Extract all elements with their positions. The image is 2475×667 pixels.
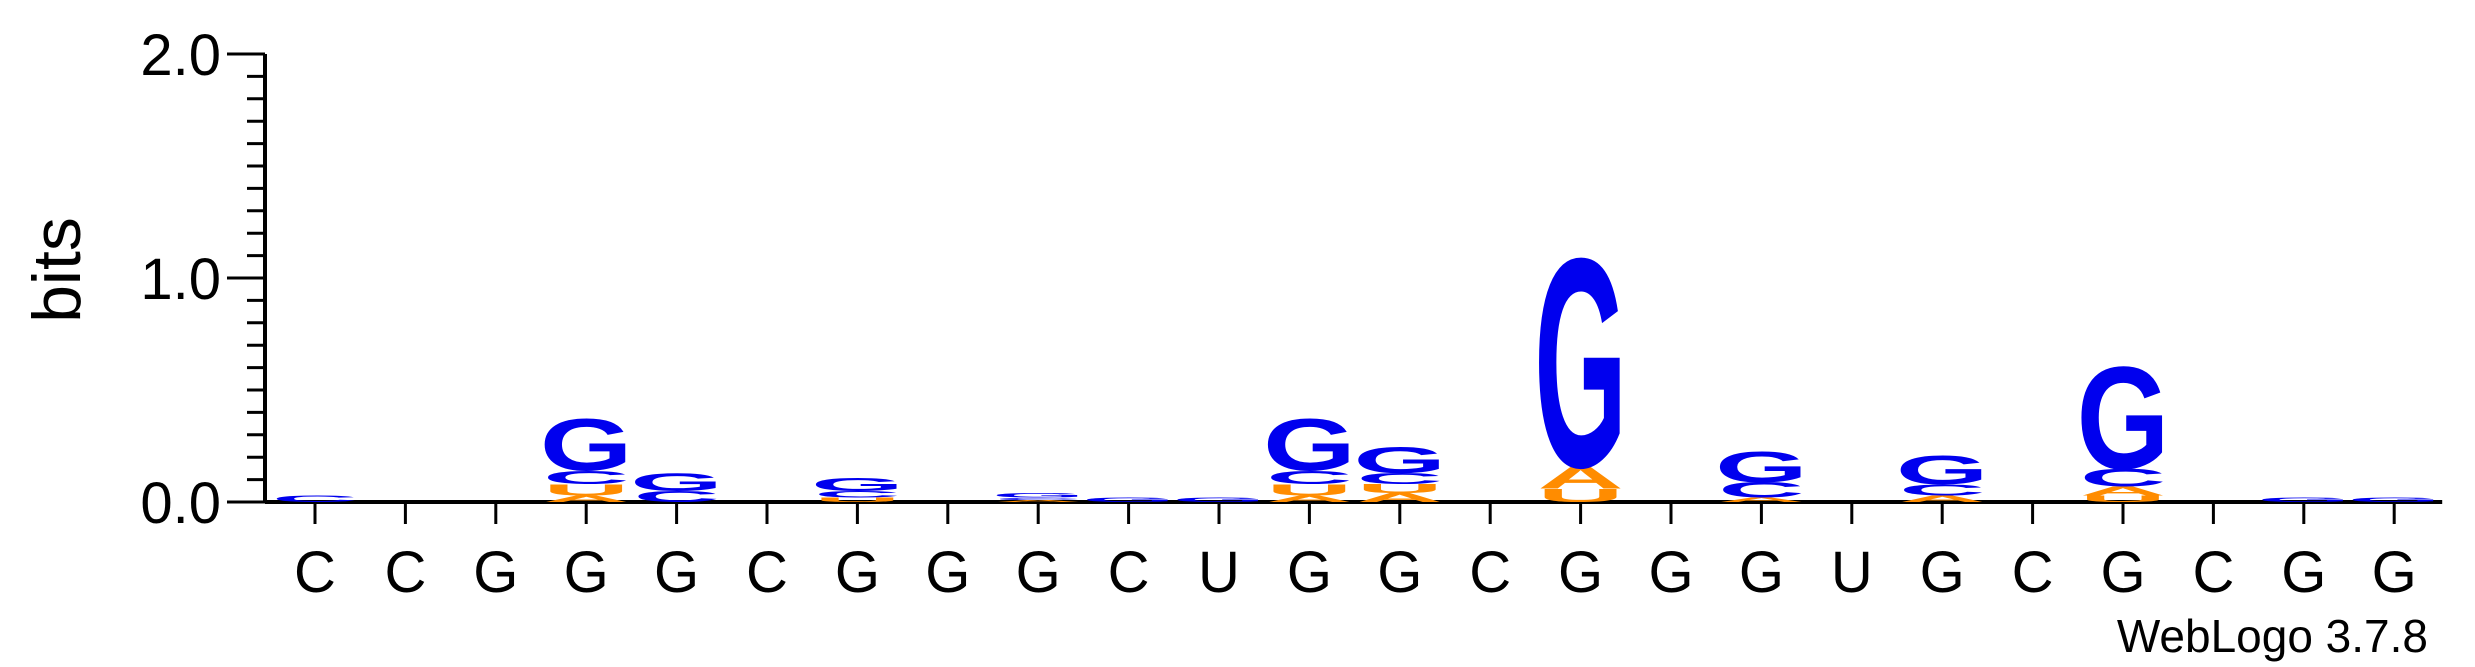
logo-letter-G: G — [1353, 439, 1446, 481]
logo-letter-G: G — [2348, 496, 2441, 503]
logo-letter-A: A — [1357, 491, 1443, 505]
x-tick-label: G — [1377, 540, 1422, 605]
logo-letter-C: C — [543, 467, 629, 488]
logo-letter-U: U — [1266, 481, 1352, 498]
logo-letter-U: U — [1537, 485, 1623, 506]
logo-letter-G: G — [1896, 447, 1989, 492]
logo-letter-G: G — [1173, 496, 1266, 503]
logo-letter-C: C — [272, 494, 358, 504]
x-tick-label: C — [2192, 540, 2234, 605]
logo-letter-U: U — [814, 496, 900, 503]
logo-letter-G: G — [1082, 496, 1175, 503]
logo-letter-C: C — [1718, 478, 1804, 502]
x-tick-label: C — [746, 540, 788, 605]
logo-letter-U: U — [543, 481, 629, 498]
x-tick-label: C — [294, 540, 336, 605]
logo-letter-A: A — [1537, 461, 1623, 496]
y-axis-label: bits — [19, 217, 95, 323]
x-tick-label: U — [1831, 540, 1873, 605]
logo-letter-G: G — [992, 492, 1085, 499]
axes: 0.0 1.0 2.0 — [140, 23, 2443, 536]
y-tick-label: 2.0 — [140, 23, 221, 88]
x-tick-label: G — [1739, 540, 1784, 605]
logo-letter-G: G — [1534, 197, 1627, 531]
logo-letter-G: G — [630, 469, 723, 497]
logo-letter-C: C — [1899, 481, 1985, 498]
y-tick-label: 1.0 — [140, 247, 221, 312]
logo-letter-C: C — [633, 488, 719, 505]
x-tick-label: G — [1287, 540, 1332, 605]
logo-letter-U: U — [1357, 482, 1443, 496]
logo-letter-C: C — [2080, 464, 2166, 492]
logo-letter-A: A — [543, 494, 629, 504]
x-tick-label: G — [1558, 540, 1603, 605]
x-tick-label: C — [1108, 540, 1150, 605]
x-tick-label: G — [2281, 540, 2326, 605]
x-tick-label: G — [1016, 540, 1061, 605]
x-tick-label: G — [2100, 540, 2145, 605]
logo-letter-G: G — [1263, 404, 1356, 487]
x-tick-label: G — [925, 540, 970, 605]
logo-letter-C: C — [995, 497, 1081, 500]
x-tick-label: G — [1648, 540, 1693, 605]
x-tick-label: C — [384, 540, 426, 605]
logo-letter-G: G — [811, 474, 904, 495]
x-tick-label: G — [473, 540, 518, 605]
logo-letter-G: G — [540, 404, 633, 487]
logo-letter-C: C — [1266, 467, 1352, 488]
logo-letter-A: A — [1266, 494, 1352, 504]
x-tick-label: G — [2372, 540, 2417, 605]
x-tick-label: U — [1198, 540, 1240, 605]
x-tick-label: G — [1920, 540, 1965, 605]
x-tick-label: G — [654, 540, 699, 605]
logo-letter-A: A — [2080, 484, 2166, 498]
logo-letter-A: A — [995, 499, 1081, 502]
logo-letter-C: C — [814, 489, 900, 499]
weblogo-credit: WebLogo 3.7.8 — [2117, 610, 2428, 662]
x-tick-label: C — [2012, 540, 2054, 605]
logo-letter-G: G — [2257, 496, 2350, 503]
x-tick-label: G — [564, 540, 609, 605]
x-tick-label: G — [835, 540, 880, 605]
logo-letter-G: G — [2077, 337, 2170, 500]
logo-letter-G: G — [1715, 443, 1808, 491]
logo-letter-C: C — [1357, 470, 1443, 487]
logo-letter-U: U — [2080, 494, 2166, 504]
logo-letter-A: A — [1899, 494, 1985, 504]
x-tick-label: C — [1469, 540, 1511, 605]
logo-letter-A: A — [1718, 496, 1804, 503]
y-tick-label: 0.0 — [140, 471, 221, 536]
